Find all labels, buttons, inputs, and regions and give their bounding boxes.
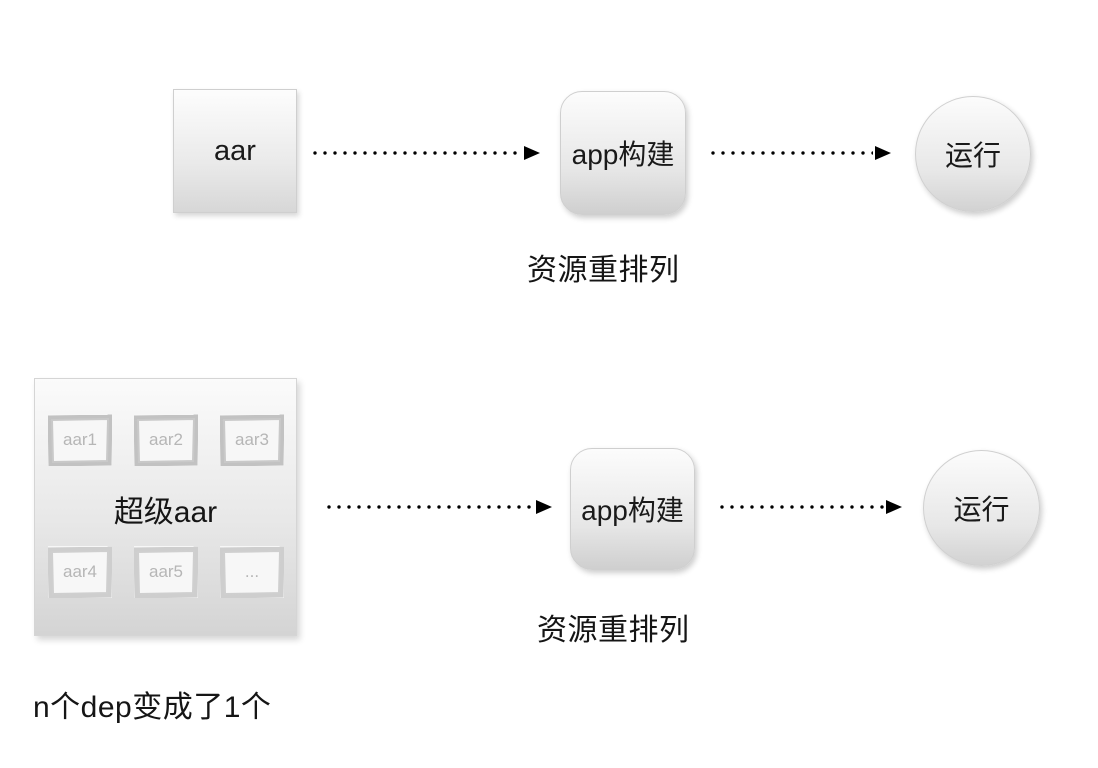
- arrow-dots: [324, 505, 534, 509]
- sub-box-aar4[interactable]: aar4: [48, 546, 112, 598]
- sub-box-aar5[interactable]: aar5: [134, 546, 198, 598]
- node-app-build-top[interactable]: app构建: [560, 91, 686, 215]
- arrow-head-icon: [524, 146, 540, 160]
- footnote-dep-merge: n个dep变成了1个: [33, 691, 272, 724]
- arrow-head-icon: [886, 500, 902, 514]
- arrow-dots: [717, 505, 884, 509]
- sub-box-aar2[interactable]: aar2: [134, 414, 198, 466]
- arrow-superaar-to-build: [324, 500, 556, 514]
- arrow-aar-to-build: [310, 146, 546, 160]
- arrow-build-to-run-top: [708, 146, 896, 160]
- node-run-bottom-label: 运行: [953, 494, 1010, 525]
- caption-resource-rearrange-bottom: 资源重排列: [537, 614, 690, 647]
- node-super-aar-label: 超级aar: [113, 496, 218, 529]
- caption-resource-rearrange-top: 资源重排列: [527, 254, 680, 287]
- arrow-dots: [708, 151, 873, 155]
- node-app-build-bottom-label: app构建: [581, 495, 684, 526]
- sub-box-aar3-label: aar3: [234, 430, 270, 449]
- arrow-build-to-run-bottom: [717, 500, 907, 514]
- sub-box-aar3[interactable]: aar3: [220, 414, 284, 466]
- node-aar-label: aar: [214, 134, 256, 167]
- node-run-top-label: 运行: [944, 140, 1001, 171]
- node-aar[interactable]: aar: [173, 89, 297, 213]
- arrow-dots: [310, 151, 522, 155]
- sub-box-ellipsis[interactable]: ...: [220, 546, 284, 598]
- node-run-bottom[interactable]: 运行: [923, 450, 1040, 566]
- sub-box-aar1-label: aar1: [62, 430, 98, 449]
- node-run-top[interactable]: 运行: [915, 96, 1031, 212]
- node-app-build-bottom[interactable]: app构建: [570, 448, 695, 570]
- sub-box-ellipsis-label: ...: [244, 562, 260, 581]
- sub-box-aar4-label: aar4: [62, 562, 98, 581]
- node-super-aar[interactable]: aar1 aar2 aar3 超级aar aar4: [34, 378, 297, 636]
- arrow-head-icon: [536, 500, 552, 514]
- arrow-head-icon: [875, 146, 891, 160]
- node-app-build-top-label: app构建: [571, 139, 675, 170]
- sub-box-aar2-label: aar2: [148, 430, 184, 449]
- sub-box-aar5-label: aar5: [148, 562, 184, 581]
- sub-box-aar1[interactable]: aar1: [48, 414, 112, 466]
